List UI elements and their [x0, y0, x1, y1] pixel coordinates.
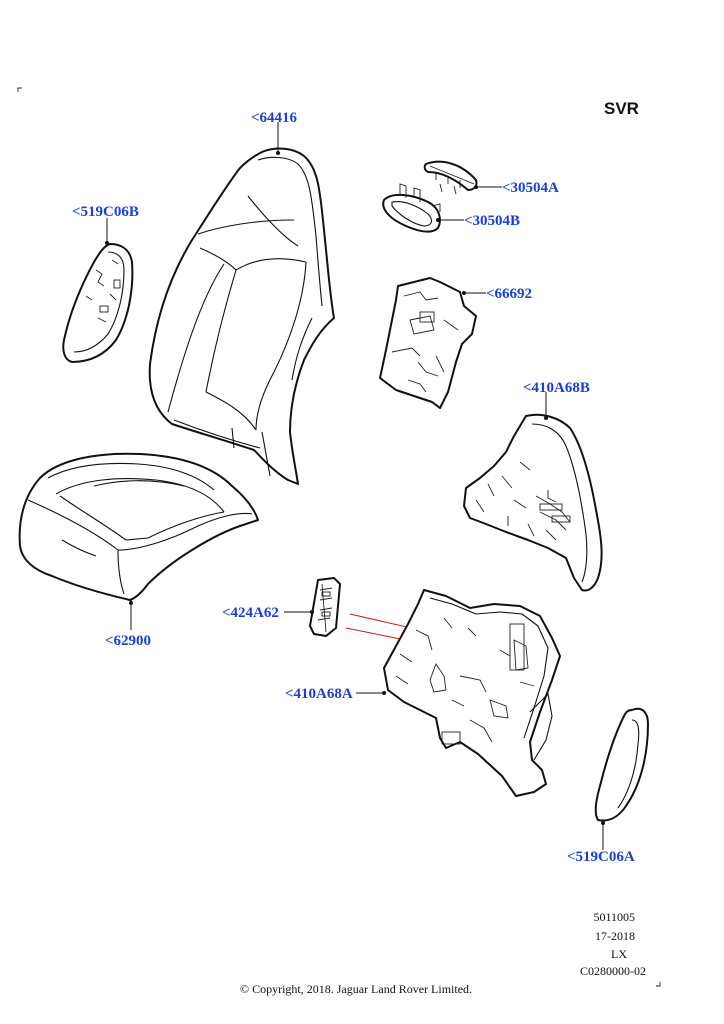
headrest-guide-lower-drawing[interactable] [382, 183, 441, 233]
side-trim-panel-right-drawing[interactable] [594, 707, 649, 822]
reference-code: 5011005 [593, 910, 635, 924]
corner-mark-top-left [17, 87, 22, 92]
copyright-notice: © Copyright, 2018. Jaguar Land Rover Lim… [240, 982, 472, 996]
part-label-30504b[interactable]: <30504B [464, 213, 520, 229]
side-trim-panel-left-drawing[interactable] [62, 243, 134, 363]
part-label-64416[interactable]: <64416 [251, 110, 298, 126]
seat-back-panel-lower-drawing[interactable] [383, 589, 561, 797]
part-label-519c06a[interactable]: <519C06A [567, 849, 635, 865]
reference-model: LX [611, 947, 627, 961]
seat-back-cover-drawing[interactable] [148, 147, 335, 485]
part-label-410a68a[interactable]: <410A68A [285, 686, 353, 702]
corner-mark-bottom-right [656, 982, 661, 987]
part-label-62900[interactable]: <62900 [105, 633, 151, 649]
headrest-guide-upper-drawing[interactable] [423, 160, 478, 195]
part-label-410a68b[interactable]: <410A68B [523, 380, 590, 396]
part-label-424a62[interactable]: <424A62 [222, 605, 279, 621]
variant-badge: SVR [604, 99, 639, 118]
part-label-519c06b[interactable]: <519C06B [72, 204, 139, 220]
reference-illustration-number: C0280000-02 [580, 964, 646, 978]
seat-back-board-drawing[interactable] [379, 277, 477, 409]
part-label-30504a[interactable]: <30504A [502, 180, 559, 196]
seat-cushion-cover-drawing[interactable] [18, 452, 259, 601]
part-label-66692[interactable]: <66692 [486, 286, 532, 302]
connector-bracket-drawing[interactable] [309, 577, 341, 637]
seat-back-panel-upper-drawing[interactable] [463, 413, 603, 592]
reference-year-range: 17-2018 [595, 929, 635, 943]
